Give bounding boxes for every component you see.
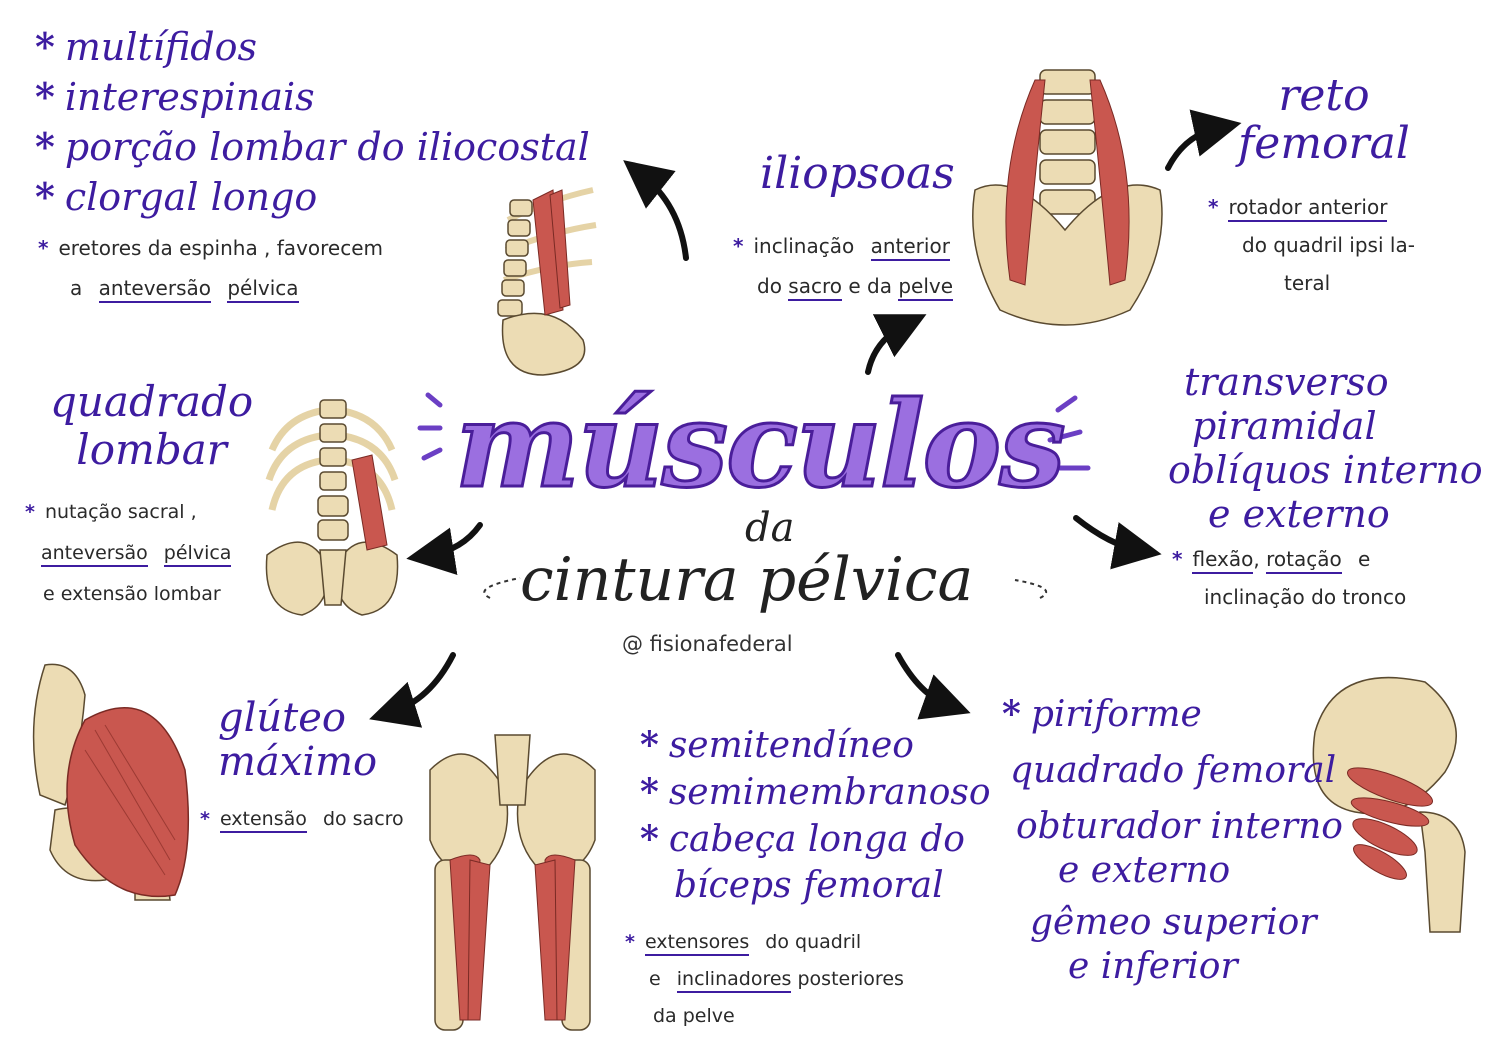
arrow-to-iliopsoas — [865, 314, 927, 375]
arrow-to-gluteo — [369, 652, 456, 728]
bullet-star-icon: * — [25, 501, 35, 523]
arrow-to-rotators — [895, 652, 971, 720]
gluteo-title: glúteo máximo — [218, 695, 378, 785]
title-main: músculos — [454, 374, 1068, 516]
iliopsoas-illustration — [972, 69, 1163, 326]
spinal-item: *multífidos — [35, 24, 258, 69]
bullet-star-icon: * — [1172, 547, 1183, 571]
bullet-star-icon: * — [35, 24, 55, 69]
author-handle: @ fisionafederal — [622, 632, 793, 656]
arrow-to-reto — [1165, 109, 1242, 171]
spinal-item: *clorgal longo — [35, 174, 318, 219]
arrow-to-transverso — [1073, 515, 1162, 570]
spinal-note: *eretores da espinha , favorecem a antev… — [38, 228, 383, 308]
bullet-star-icon: * — [625, 931, 635, 953]
title-da: da — [745, 505, 795, 551]
hamstrings-list: *semitendíneo *semimembranoso *cabeça lo… — [640, 724, 991, 906]
gluteo-note: *extensão do sacro — [200, 808, 404, 833]
deep-rotators-illustration — [1312, 676, 1466, 933]
arrow-to-quadrado — [406, 522, 483, 575]
reto-title: reto femoral — [1238, 70, 1410, 169]
bullet-star-icon: * — [640, 818, 659, 860]
iliopsoas-note: *inclinação anterior do sacro e da pelve — [733, 226, 954, 306]
rotators-list: *piriforme quadrado femoral obturador in… — [1002, 693, 1343, 987]
spinal-item: *porção lombar do iliocostal — [35, 124, 590, 169]
spinal-muscle-list: *multífidos *interespinais *porção lomba… — [35, 22, 590, 222]
quadratus-illustration — [265, 399, 399, 616]
hamstrings-note: *extensores do quadril e inclinadores po… — [625, 931, 904, 1027]
bullet-star-icon: * — [733, 234, 744, 258]
iliopsoas-title: iliopsoas — [760, 148, 955, 199]
arrow-to-spinal — [623, 160, 689, 261]
spinal-item: *interespinais — [35, 74, 315, 119]
transverso-title: transverso piramidal oblíquos interno e … — [1168, 360, 1483, 536]
title-subtitle: cintura pélvica — [520, 545, 974, 615]
bullet-star-icon: * — [38, 236, 49, 260]
quadrado-title: quadrado lombar — [50, 377, 254, 474]
bullet-star-icon: * — [640, 771, 659, 813]
bullet-star-icon: * — [35, 124, 55, 169]
bullet-star-icon: * — [200, 808, 210, 830]
reto-note: *rotador anterior do quadril ipsi la- te… — [1208, 195, 1415, 295]
hamstrings-illustration — [429, 734, 596, 1031]
spine-illustration — [497, 187, 597, 376]
bullet-star-icon: * — [35, 74, 55, 119]
bullet-star-icon: * — [35, 174, 55, 219]
bullet-star-icon: * — [640, 724, 659, 766]
bullet-star-icon: * — [1002, 693, 1021, 735]
gluteus-illustration — [32, 663, 190, 901]
quadrado-note: *nutação sacral , anteversão pélvica e e… — [25, 501, 232, 605]
transverso-note: *flexão, rotação e inclinação do tronco — [1172, 547, 1407, 609]
bullet-star-icon: * — [1208, 195, 1219, 219]
